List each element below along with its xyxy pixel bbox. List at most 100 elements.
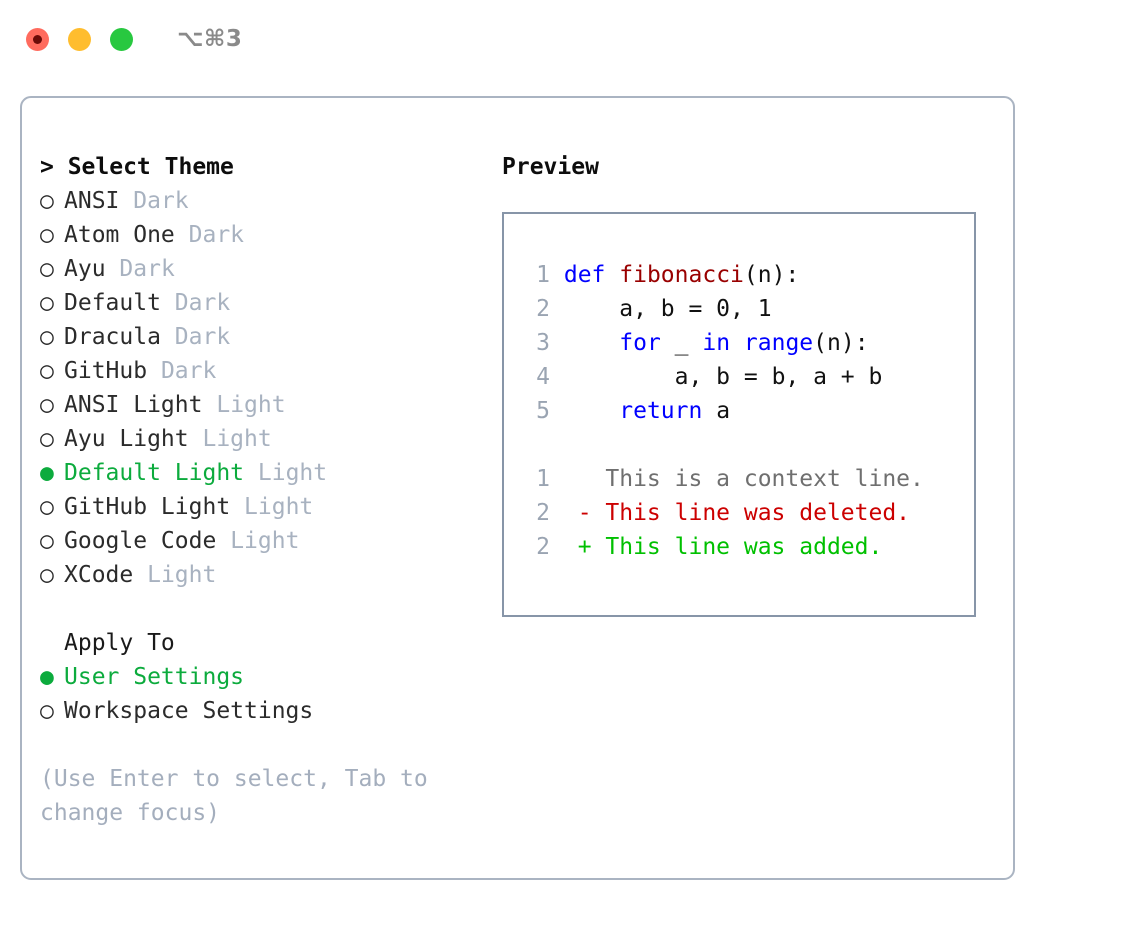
code-line: 1 def fibonacci(n): — [522, 258, 974, 292]
radio-unselected-icon: ○ — [40, 290, 54, 316]
apply-to-option-workspace-settings[interactable]: ○Workspace Settings — [40, 694, 480, 728]
theme-option-label: ANSI — [64, 188, 120, 214]
radio-unselected-icon: ○ — [40, 426, 54, 452]
theme-option-label: Default — [64, 290, 161, 316]
radio-unselected-icon: ○ — [40, 494, 54, 520]
theme-variant-tag: Light — [216, 392, 286, 418]
radio-unselected-icon: ○ — [40, 528, 54, 554]
theme-option-default[interactable]: ○Default Dark — [40, 286, 480, 320]
theme-option-ansi-light[interactable]: ○ANSI Light Light — [40, 388, 480, 422]
theme-option-label: Ayu — [64, 256, 106, 282]
theme-variant-tag: Light — [147, 562, 217, 588]
theme-variant-tag: Light — [202, 426, 272, 452]
theme-variant-tag: Light — [257, 460, 328, 486]
diff-line-text: This line was added. — [605, 534, 883, 560]
theme-option-atom-one[interactable]: ○Atom One Dark — [40, 218, 480, 252]
line-number: 2 — [536, 534, 550, 560]
terminal-frame: > Select Theme ○ANSI Dark○Atom One Dark○… — [20, 96, 1015, 880]
maximize-button[interactable] — [110, 27, 133, 51]
theme-option-label: Google Code — [64, 528, 217, 554]
code-line-content: a, b = 0, 1 — [563, 296, 772, 322]
theme-option-label: XCode — [64, 562, 134, 588]
apply-to-option-list: ● User Settings ○Workspace Settings — [40, 660, 480, 728]
code-token: a — [702, 398, 731, 424]
diff-marker: - — [550, 500, 606, 526]
diff-marker — [550, 466, 605, 492]
code-token — [730, 330, 744, 356]
theme-option-ayu-light[interactable]: ○ Ayu Light Light — [40, 422, 480, 456]
code-line: 2 a, b = 0, 1 — [522, 292, 974, 326]
radio-unselected-icon: ○ — [40, 698, 54, 724]
theme-variant-tag: Dark — [160, 358, 217, 384]
code-token: return — [619, 398, 703, 424]
theme-variant-tag: Dark — [119, 256, 175, 282]
diff-sample: 1 This is a context line.2 - This line w… — [522, 462, 974, 564]
radio-unselected-icon: ○ — [40, 562, 54, 588]
code-token: _ — [660, 330, 703, 356]
diff-line: 2 + This line was added. — [522, 530, 974, 564]
radio-selected-icon: ● — [40, 460, 54, 486]
preview-panel: Preview 1 def fibonacci(n):2 a, b = 0, 1… — [502, 150, 1002, 617]
theme-option-ayu[interactable]: ○ Ayu Dark — [40, 252, 480, 286]
theme-option-label: GitHub Light — [64, 494, 231, 520]
line-number: 1 — [536, 262, 550, 288]
code-token: (n): — [813, 330, 869, 356]
preview-header: Preview — [502, 154, 599, 180]
theme-option-label: Ayu Light — [64, 426, 189, 452]
theme-option-label: Dracula — [64, 324, 161, 350]
line-number: 4 — [536, 364, 550, 390]
line-number: 3 — [536, 330, 550, 356]
hint-spacer — [40, 728, 480, 762]
diff-line-text: This line was deleted. — [605, 500, 911, 526]
code-token: a, b = b, a + b — [563, 364, 883, 390]
code-line-content: a, b = b, a + b — [564, 364, 883, 390]
theme-variant-tag: Light — [244, 494, 314, 520]
diff-line: 1 This is a context line. — [522, 462, 974, 496]
code-token: (n): — [743, 262, 800, 288]
theme-option-google-code[interactable]: ○ Google Code Light — [40, 524, 480, 558]
radio-unselected-icon: ○ — [40, 392, 54, 418]
code-line: 3 for _ in range(n): — [522, 326, 974, 360]
theme-option-dracula[interactable]: ○Dracula Dark — [40, 320, 480, 354]
theme-option-xcode[interactable]: ○ XCode Light — [40, 558, 480, 592]
radio-unselected-icon: ○ — [40, 256, 54, 282]
select-theme-header: > Select Theme — [40, 154, 234, 180]
theme-variant-tag: Dark — [188, 222, 245, 248]
radio-selected-icon: ● — [40, 664, 54, 690]
code-token: range — [743, 330, 814, 356]
code-token: def — [563, 262, 606, 288]
list-spacer — [40, 592, 480, 626]
code-token: in — [702, 330, 731, 356]
code-line: 4 a, b = b, a + b — [522, 360, 974, 394]
code-line-content: def fibonacci(n): — [564, 262, 799, 288]
theme-variant-tag: Light — [230, 528, 300, 554]
apply-to-option-label: User Settings — [64, 664, 245, 690]
keyboard-hint-text: (Use Enter to select, Tab to change focu… — [40, 766, 442, 826]
theme-option-github-light[interactable]: ○ GitHub Light Light — [40, 490, 480, 524]
code-token: fibonacci — [619, 262, 744, 288]
window-controls — [26, 27, 133, 51]
code-diff-separator — [522, 428, 974, 462]
diff-line-text: This is a context line. — [605, 466, 924, 492]
minimize-button[interactable] — [68, 27, 91, 51]
code-token: a, b = 0, 1 — [563, 296, 772, 322]
code-token — [564, 330, 619, 356]
close-button[interactable] — [26, 27, 49, 51]
theme-option-default-light[interactable]: ● Default Light Light — [40, 456, 480, 490]
apply-to-option-user-settings[interactable]: ● User Settings — [40, 660, 480, 694]
code-token: for — [619, 330, 661, 356]
code-token — [564, 398, 619, 424]
line-number: 2 — [536, 500, 550, 526]
diff-line: 2 - This line was deleted. — [522, 496, 974, 530]
theme-option-label: Default Light — [64, 460, 245, 486]
theme-variant-tag: Dark — [133, 188, 189, 214]
line-number: 2 — [536, 296, 550, 322]
line-number: 1 — [536, 466, 550, 492]
radio-unselected-icon: ○ — [40, 324, 54, 350]
code-line-content: return a — [564, 398, 730, 424]
theme-option-ansi[interactable]: ○ANSI Dark — [40, 184, 480, 218]
apply-to-label: Apply To — [64, 630, 175, 656]
theme-selection-panel: > Select Theme ○ANSI Dark○Atom One Dark○… — [40, 150, 480, 830]
theme-option-github[interactable]: ○GitHub Dark — [40, 354, 480, 388]
